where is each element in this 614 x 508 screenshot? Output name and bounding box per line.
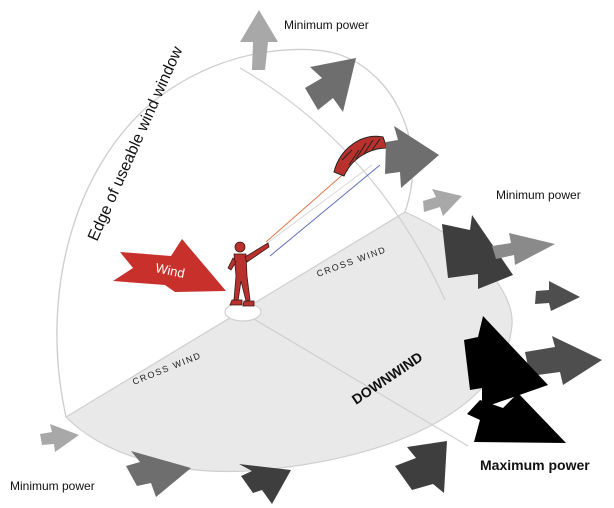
- pilot-circle: [224, 302, 262, 322]
- power-arrow-upper-right: [385, 126, 439, 188]
- kite-line-c: [269, 164, 381, 257]
- power-arrow-top-light: [240, 10, 278, 70]
- kite-line-a: [265, 169, 349, 243]
- min-power-bottom-left-label: Minimum power: [10, 479, 95, 493]
- power-arrow-top-medium: [305, 58, 356, 112]
- kiter-figure: [227, 241, 270, 307]
- max-power-label: Maximum power: [480, 457, 590, 473]
- dome-meridian: [239, 67, 446, 301]
- power-arrow-right-medium: [535, 281, 580, 311]
- power-arrow-max-1: [464, 316, 548, 408]
- dome-edge: [56, 48, 414, 418]
- edge-label: Edge of useable wind window: [85, 44, 186, 244]
- wind-label: Wind: [154, 260, 186, 281]
- power-arrow-max-2: [467, 393, 566, 443]
- power-arrow-right-dark: [442, 215, 513, 289]
- power-arrow-bottom-1: [395, 441, 447, 493]
- power-arrow-bottom-4: [40, 424, 79, 452]
- power-arrow-right-medium-2: [525, 336, 602, 385]
- wind-arrow: [113, 239, 226, 292]
- power-arrow-bottom-3: [126, 451, 191, 497]
- min-power-right-label: Minimum power: [496, 188, 581, 202]
- floor-divider: [241, 311, 469, 447]
- min-power-top-label: Minimum power: [284, 18, 369, 32]
- power-arrow-right-light: [423, 189, 462, 216]
- power-arrow-right-light-2: [492, 233, 555, 265]
- kite-line-b: [265, 164, 373, 245]
- power-arrow-bottom-2: [239, 464, 291, 504]
- kite: [333, 135, 388, 177]
